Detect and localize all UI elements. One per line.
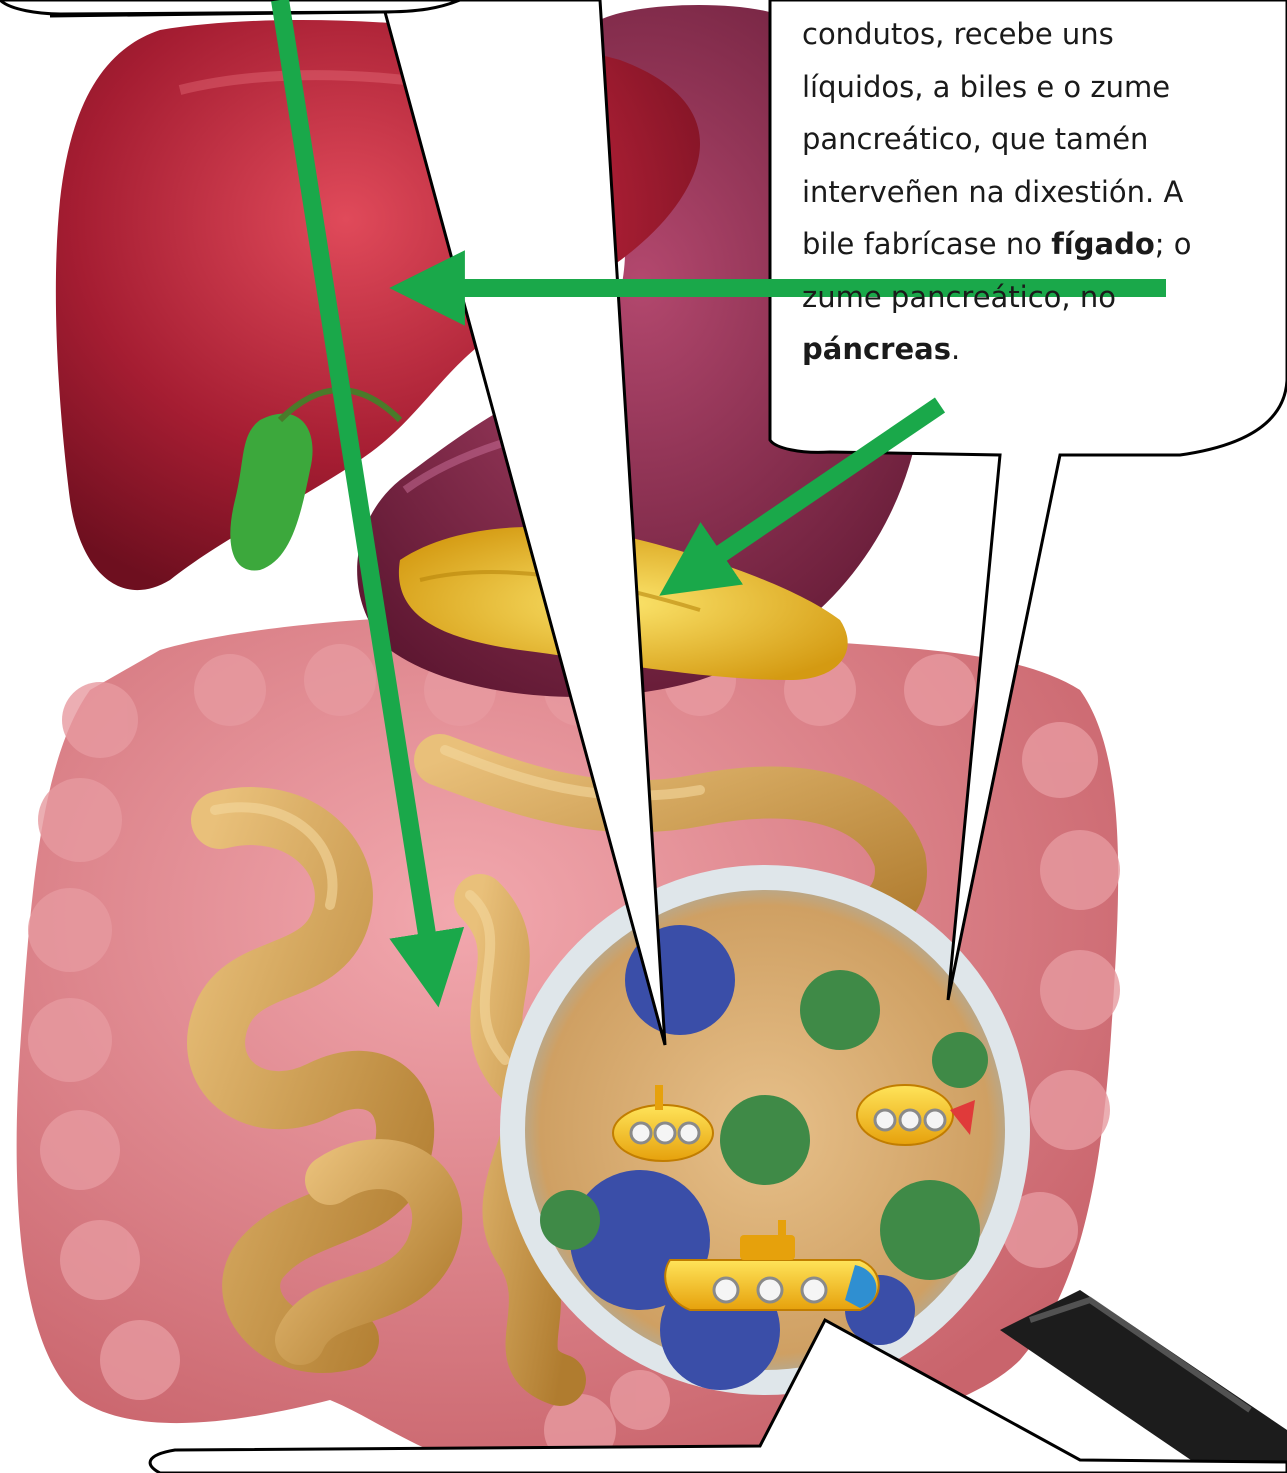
liver-term: fígado [1051,227,1155,261]
callout-line: bile fabrícase no fígado; o [802,218,1272,271]
magnifier-lens [500,865,1030,1395]
pancreas-term: páncreas [802,332,951,366]
callout-line: líquidos, a biles e o zume [802,61,1272,114]
callout-text-run: condutos, recebe uns [802,17,1114,51]
callout-text-run: líquidos, a biles e o zume [802,70,1170,104]
callout-text-run: interveñen na dixestión. A [802,175,1183,209]
callout-text-run: zume pancreático, no [802,280,1116,314]
callout-line: condutos, recebe uns [802,8,1272,61]
callout-text-run: pancreático, que tamén [802,122,1148,156]
callout-text-run: bile fabrícase no [802,227,1051,261]
callout-text-run: . [951,332,960,366]
callout-line: interveñen na dixestión. A [802,166,1272,219]
callout-text-run: ; o [1155,227,1192,261]
callout-line: zume pancreático, no [802,271,1272,324]
callout-line: pancreático, que tamén [802,113,1272,166]
callout-text: condutos, recebe uns líquidos, a biles e… [802,8,1272,376]
callout-line: páncreas. [802,323,1272,376]
